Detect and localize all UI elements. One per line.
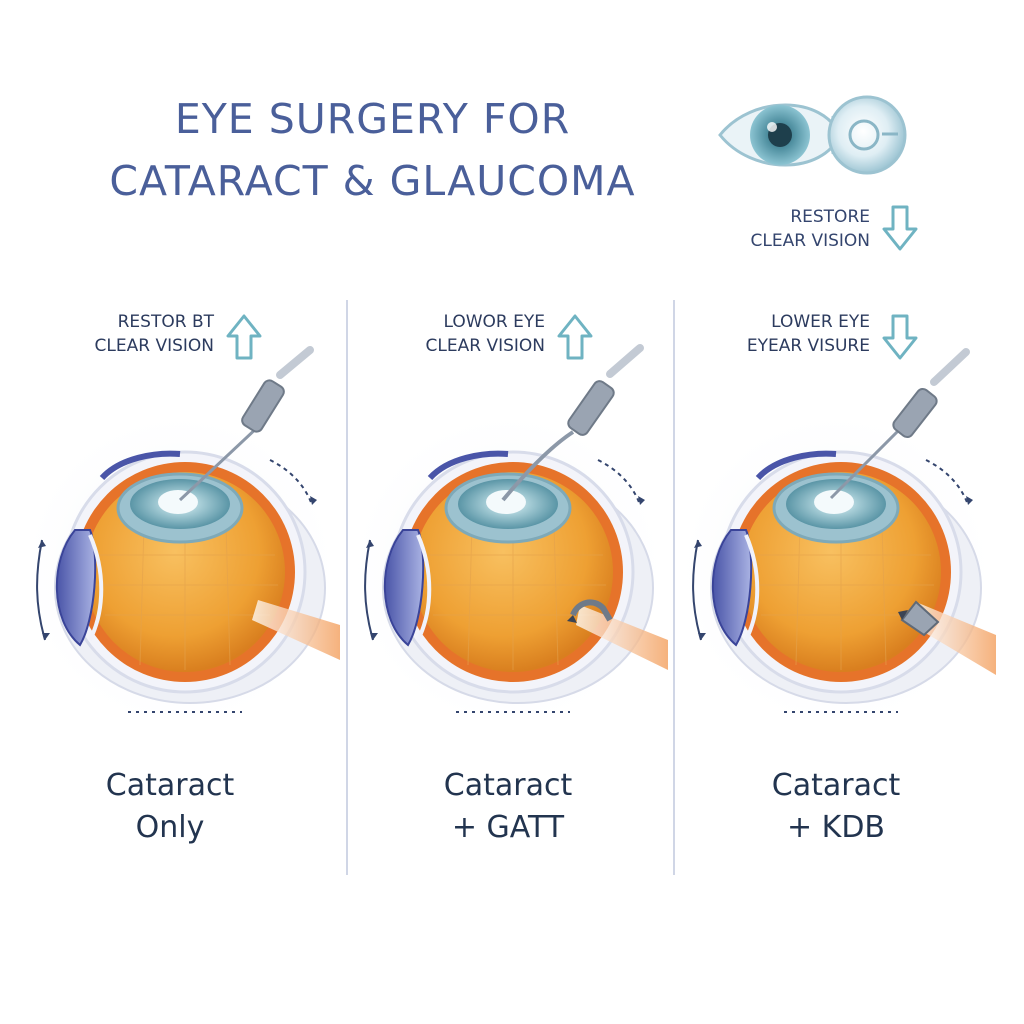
- arrow-down-icon: [882, 205, 918, 251]
- eye-cross-section: [20, 346, 340, 735]
- gatt-microcatheter-icon: [567, 599, 613, 623]
- arrow-down-icon: [882, 314, 918, 360]
- panel-label-line-1: Cataract: [771, 768, 901, 803]
- panel-note: LOWOR EYE CLEAR VISION: [348, 310, 545, 358]
- panel-note: LOWER EYE EYEAR VISURE: [676, 310, 870, 358]
- panel-note-line-1: LOWOR EYE: [443, 312, 545, 332]
- panel-note-line-2: EYEAR VISURE: [746, 336, 870, 356]
- panel-divider: [346, 300, 348, 875]
- side-note: RESTORE CLEAR VISION: [720, 205, 870, 253]
- page-title: EYE SURGERY FOR CATARACT & GLAUCOMA: [0, 88, 745, 212]
- panel-label-line-1: Cataract: [105, 768, 235, 803]
- arrow-up-icon: [557, 314, 593, 360]
- title-line-1: EYE SURGERY FOR: [174, 95, 571, 143]
- panel-label-line-1: Cataract: [443, 768, 573, 803]
- panel-label: Cataract Only: [20, 765, 320, 849]
- title-line-2: CATARACT & GLAUCOMA: [109, 157, 636, 205]
- panel-cataract-gatt: LOWOR EYE CLEAR VISION: [348, 300, 668, 890]
- panel-label: Cataract + KDB: [676, 765, 996, 849]
- eye-cross-section: [676, 348, 996, 735]
- panel-label-line-2: Only: [135, 810, 205, 845]
- panel-label-line-2: + GATT: [451, 810, 565, 845]
- arrow-up-icon: [226, 314, 262, 360]
- side-note-line-2: CLEAR VISION: [750, 231, 870, 251]
- kdb-blade-icon: [898, 600, 940, 637]
- panel-cataract-kdb: LOWER EYE EYEAR VISURE: [676, 300, 996, 890]
- panel-note-line-1: LOWER EYE: [771, 312, 870, 332]
- eye-lens-illustration: [718, 95, 907, 175]
- panel-note-line-2: CLEAR VISION: [94, 336, 214, 356]
- eye-icon: [718, 103, 842, 167]
- panel-divider: [673, 300, 675, 875]
- panel-note: RESTOR BT CLEAR VISION: [20, 310, 214, 358]
- surgical-probe-icon: [178, 346, 314, 502]
- side-note-line-1: RESTORE: [790, 207, 870, 227]
- surgical-probe-icon: [501, 344, 644, 502]
- eye-cross-section: [348, 344, 668, 735]
- panel-label-line-2: + KDB: [786, 810, 886, 845]
- panel-label: Cataract + GATT: [348, 765, 668, 849]
- lens-icon: [827, 95, 907, 175]
- panel-note-line-2: CLEAR VISION: [425, 336, 545, 356]
- panel-cataract-only: RESTOR BT CLEAR VISION: [20, 300, 340, 890]
- panel-note-line-1: RESTOR BT: [117, 312, 214, 332]
- surgical-probe-icon: [829, 348, 970, 500]
